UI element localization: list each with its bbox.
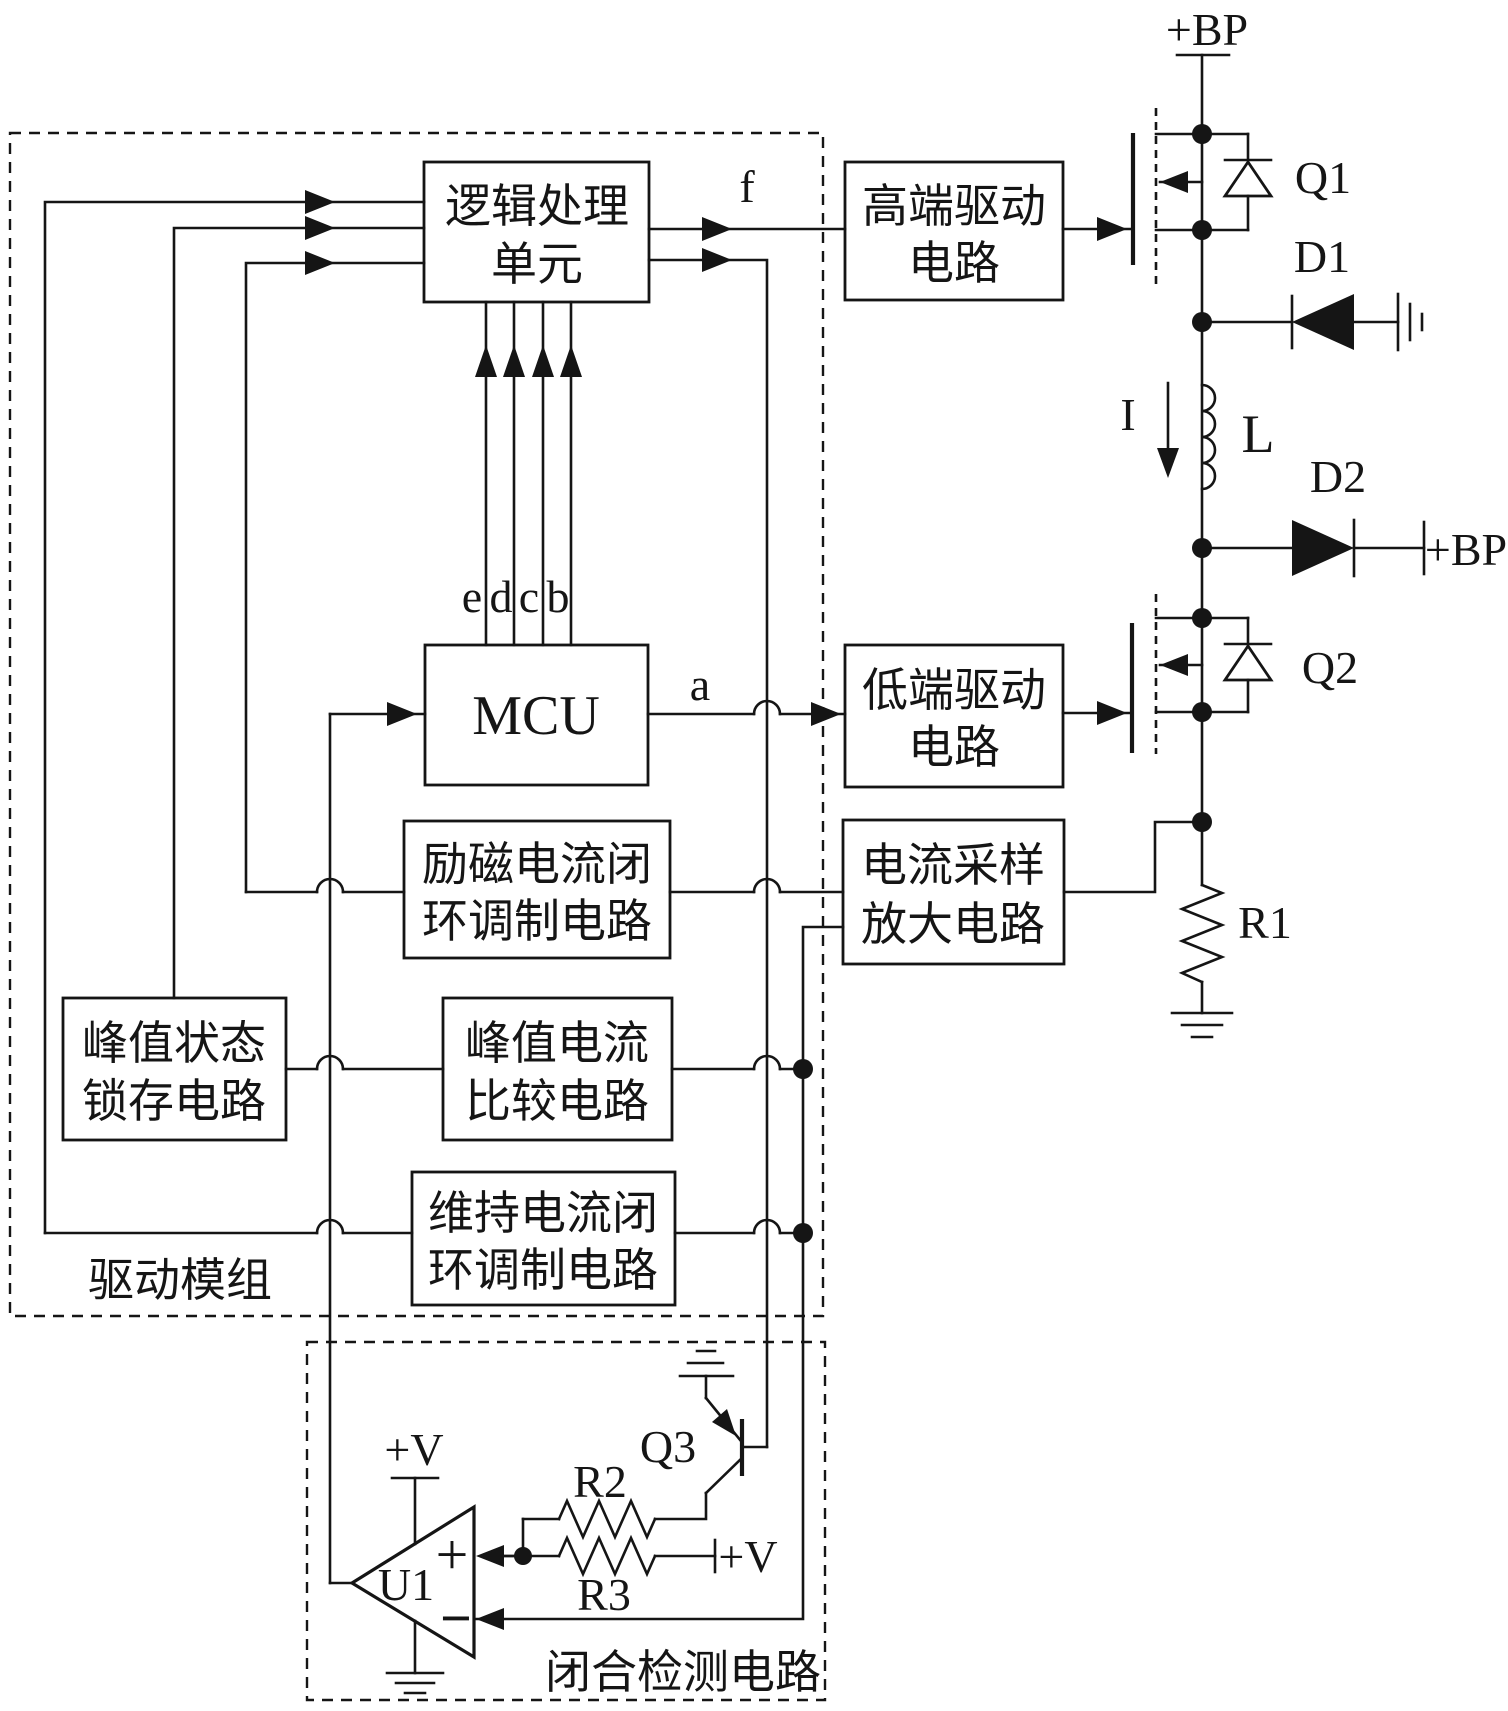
closure-detect-label: 闭合检测电路 — [545, 1647, 821, 1698]
q1-body-diode-icon — [1222, 159, 1274, 198]
q2-mosfet: Q2 — [1061, 594, 1358, 754]
row-hold — [43, 1218, 805, 1235]
r1-resistor: R1 — [1170, 883, 1292, 1039]
current-arrow-icon — [1157, 448, 1179, 478]
mcu-output-a: a — [646, 659, 847, 716]
d1-label: D1 — [1294, 231, 1350, 282]
current-i-label: I — [1120, 389, 1135, 440]
latch-line1: 峰值状态 — [82, 1018, 266, 1069]
d2-diode: +BP D2 — [1200, 451, 1507, 578]
r3-resistor: +V R3 — [495, 1531, 778, 1620]
arrowheads — [305, 190, 1127, 1630]
q1-label: Q1 — [1295, 152, 1351, 203]
q3-emitter-arrow-icon — [712, 1409, 736, 1436]
q1-mosfet: +BP Q1 — [1061, 4, 1351, 887]
drive-module-label: 驱动模组 — [88, 1255, 272, 1306]
latch-line2: 锁存电路 — [82, 1076, 266, 1127]
q2-label: Q2 — [1302, 642, 1358, 693]
logic-unit-line1: 逻辑处理 — [445, 181, 629, 232]
low-side-line1: 低端驱动 — [862, 665, 1046, 716]
feedback-rails — [43, 200, 427, 1585]
block-peak-current-compare: 峰值电流 比较电路 — [441, 996, 674, 1142]
low-side-line2: 电路 — [908, 722, 1000, 773]
q1-body-arrow-icon — [1160, 171, 1188, 193]
inductor-l: L I — [1120, 381, 1275, 491]
u1-opamp: + − U1 +V — [328, 1424, 525, 1695]
block-high-side-drive: 高端驱动 电路 — [843, 160, 1065, 302]
opamp-minus-pin: − — [440, 1588, 472, 1650]
inductor-label: L — [1242, 404, 1275, 464]
compare-line1: 峰值电流 — [465, 1018, 649, 1069]
v-opamp-label: +V — [384, 1424, 443, 1475]
d1-diode: D1 — [1200, 231, 1424, 352]
block-low-side-drive: 低端驱动 电路 — [843, 643, 1065, 789]
q2-body-diode-icon — [1222, 643, 1274, 682]
bp-right-label: +BP — [1425, 524, 1507, 575]
bp-top-label: +BP — [1166, 4, 1248, 55]
signal-c-label: c — [519, 571, 539, 622]
d2-triangle-icon — [1292, 520, 1354, 576]
r2-resistor: R2 — [521, 1456, 657, 1558]
signal-f-label: f — [739, 161, 755, 212]
block-mcu: MCU — [423, 643, 650, 787]
q2-body-arrow-icon — [1160, 654, 1188, 676]
hold-line1: 维持电流闭 — [428, 1188, 658, 1239]
block-peak-state-latch: 峰值状态 锁存电路 — [61, 996, 288, 1142]
block-current-sample-amp: 电流采样 放大电路 — [841, 818, 1066, 966]
drive-module-border: 驱动模组 — [8, 131, 825, 1318]
d1-triangle-icon — [1292, 294, 1354, 350]
signal-b-label: b — [547, 571, 570, 622]
sample-feedback-rail — [474, 925, 845, 1621]
v-r3-label: +V — [718, 1531, 777, 1582]
sample-line1: 电流采样 — [861, 840, 1045, 891]
signal-e-label: e — [462, 571, 482, 622]
q3-label: Q3 — [640, 1421, 696, 1472]
block-excitation-loop: 励磁电流闭 环调制电路 — [402, 819, 672, 960]
signal-d-label: d — [490, 571, 513, 622]
row-peak — [284, 1054, 805, 1071]
opamp-plus-pin: + — [436, 1522, 469, 1587]
hold-line2: 环调制电路 — [428, 1245, 658, 1296]
high-side-line2: 电路 — [908, 238, 1000, 289]
r1-label: R1 — [1238, 897, 1292, 948]
block-logic-unit: 逻辑处理 单元 — [422, 160, 651, 304]
sense-tap — [1062, 820, 1204, 894]
mcu-label: MCU — [472, 685, 600, 747]
q3-transistor: Q3 — [640, 1349, 769, 1521]
row-excitation — [244, 877, 845, 894]
r3-label: R3 — [577, 1569, 631, 1620]
logic-unit-line2: 单元 — [491, 239, 583, 290]
r2-label: R2 — [573, 1456, 627, 1507]
sample-line2: 放大电路 — [861, 899, 1045, 950]
block-hold-current-loop: 维持电流闭 环调制电路 — [410, 1170, 677, 1307]
d2-label: D2 — [1310, 451, 1366, 502]
junction-dots — [514, 124, 1212, 1565]
compare-line2: 比较电路 — [465, 1076, 649, 1127]
u1-label: U1 — [378, 1559, 434, 1610]
excitation-line1: 励磁电流闭 — [422, 839, 652, 890]
excitation-line2: 环调制电路 — [422, 896, 652, 947]
closure-detect-border: 闭合检测电路 — [305, 1340, 827, 1702]
signal-a-label: a — [690, 659, 710, 710]
high-side-line1: 高端驱动 — [862, 181, 1046, 232]
